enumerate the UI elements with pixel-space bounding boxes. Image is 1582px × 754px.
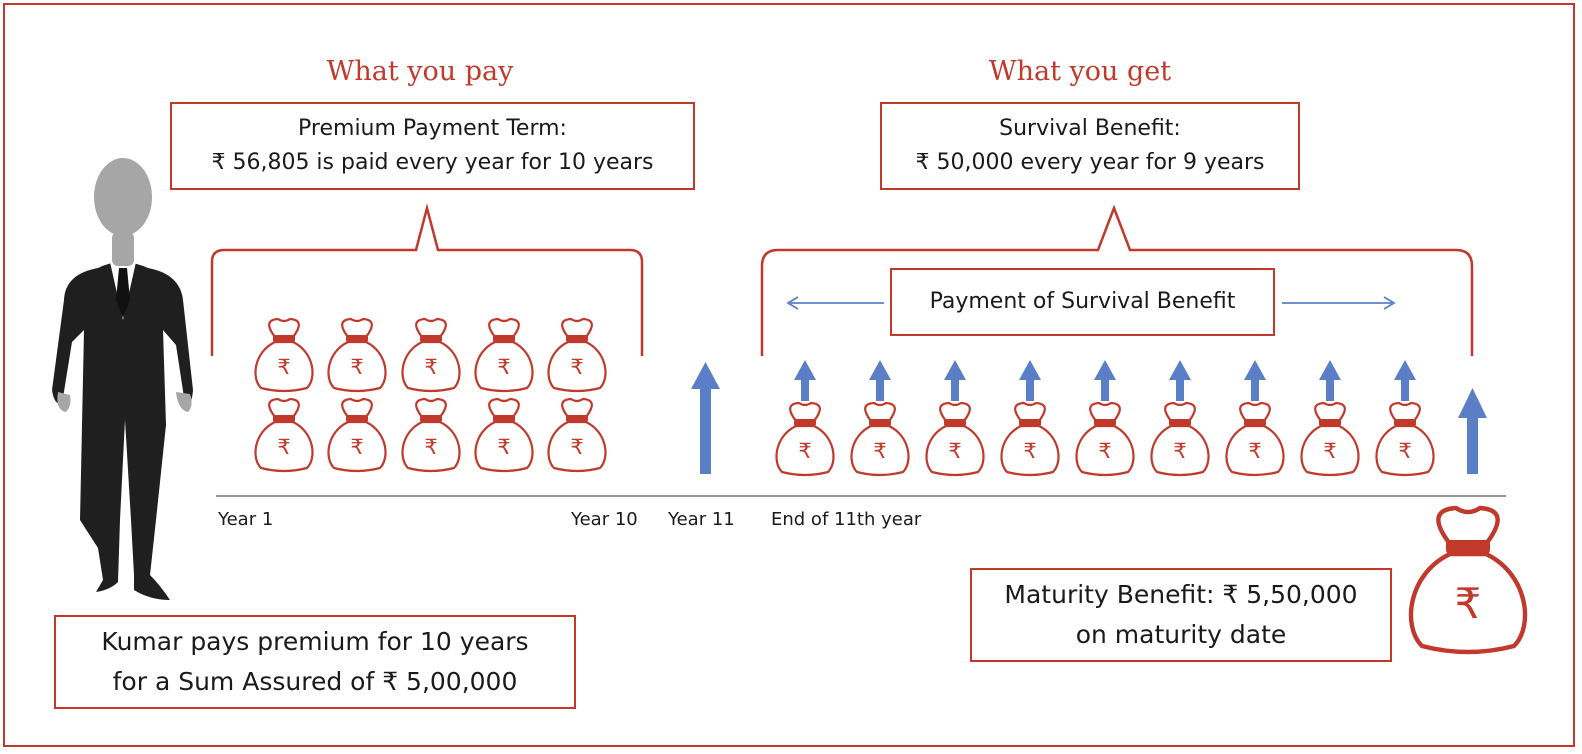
head xyxy=(94,158,152,236)
money-bag-icon xyxy=(401,397,461,473)
neck xyxy=(112,232,134,266)
heading-what-you-get: What you get xyxy=(988,56,1172,87)
get-bracket xyxy=(760,204,1474,356)
left-hand xyxy=(57,392,71,412)
money-bag-icon xyxy=(254,397,314,473)
maturity-line2: on maturity date xyxy=(1075,620,1287,649)
money-bag-icon xyxy=(1225,401,1285,477)
money-bag-icon xyxy=(925,401,985,477)
money-bag-icon xyxy=(1000,401,1060,477)
money-bag-icon xyxy=(775,401,835,477)
timeline-label-end-11th-year: End of 11th year xyxy=(771,509,922,530)
tie xyxy=(116,268,130,318)
right-hand xyxy=(176,392,192,412)
premium-bags xyxy=(254,317,607,473)
survival-benefit-line1: Survival Benefit: xyxy=(999,116,1181,141)
suit-silhouette xyxy=(52,262,193,600)
premium-payment-term-box: Premium Payment Term: ₹ 56,805 is paid e… xyxy=(170,102,695,190)
arrow-up-icon xyxy=(1019,360,1041,401)
kumar-line2: for a Sum Assured of ₹ 5,00,000 xyxy=(112,667,518,696)
kumar-premium-box: Kumar pays premium for 10 years for a Su… xyxy=(54,615,576,709)
timeline-label-year11: Year 11 xyxy=(668,509,735,530)
premium-term-line2: ₹ 56,805 is paid every year for 10 years xyxy=(211,150,654,175)
money-bag-icon xyxy=(474,317,534,393)
money-bag-icon xyxy=(1375,401,1435,477)
arrow-up-icon xyxy=(691,362,720,474)
survival-payment-label-box: Payment of Survival Benefit xyxy=(890,268,1275,336)
money-bag-icon xyxy=(327,397,387,473)
arrow-up-icon xyxy=(1244,360,1266,401)
diagram-frame xyxy=(3,3,1575,747)
arrow-up-icon xyxy=(1169,360,1191,401)
survival-benefit-box: Survival Benefit: ₹ 50,000 every year fo… xyxy=(880,102,1300,190)
premium-term-line1: Premium Payment Term: xyxy=(298,116,567,141)
arrow-up-icon xyxy=(794,360,816,401)
maturity-line1: Maturity Benefit: ₹ 5,50,000 xyxy=(1004,580,1358,609)
survival-payment-label: Payment of Survival Benefit xyxy=(929,289,1236,314)
arrow-up-icon xyxy=(944,360,966,401)
money-bag-icon xyxy=(254,317,314,393)
businessman-icon xyxy=(52,158,193,600)
heading-what-you-pay: What you pay xyxy=(326,56,514,87)
arrow-up-icon xyxy=(869,360,891,401)
arrow-up-icon xyxy=(1319,360,1341,401)
money-bag-icon xyxy=(1075,401,1135,477)
pay-bracket xyxy=(210,203,644,356)
money-bag-icon xyxy=(474,397,534,473)
money-bag-icon xyxy=(1150,401,1210,477)
money-bag-icon xyxy=(547,397,607,473)
arrow-up-icon xyxy=(1094,360,1116,401)
survival-benefit-line2: ₹ 50,000 every year for 9 years xyxy=(915,150,1265,175)
timeline-label-year10: Year 10 xyxy=(571,509,638,530)
money-bag-icon xyxy=(547,317,607,393)
survival-bags xyxy=(775,360,1435,477)
maturity-benefit-box: Maturity Benefit: ₹ 5,50,000 on maturity… xyxy=(970,568,1392,662)
money-bag-icon xyxy=(850,401,910,477)
money-bag-icon xyxy=(401,317,461,393)
timeline-label-year1: Year 1 xyxy=(218,509,274,530)
money-bag-icon xyxy=(1411,508,1525,652)
kumar-line1: Kumar pays premium for 10 years xyxy=(101,627,529,656)
money-bag-icon xyxy=(1300,401,1360,477)
arrow-up-icon xyxy=(1458,388,1487,474)
arrow-up-icon xyxy=(1394,360,1416,401)
money-bag-icon xyxy=(327,317,387,393)
